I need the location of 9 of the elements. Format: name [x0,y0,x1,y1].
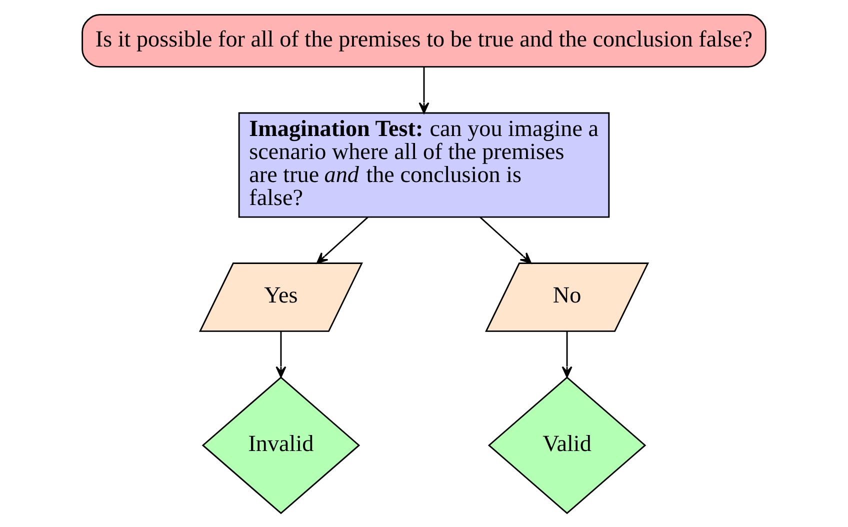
arrow [562,330,572,378]
node-box: Is it possible for all of the premises to be true and the conclusion false? [82,14,766,68]
arrow [276,330,286,378]
node-diamond: Invalid [202,376,360,514]
node-box: Imagination Test: can you imagine a scenario where all of the premises are true and the conclusion is false? [238,112,610,218]
arrow [480,216,532,264]
arrow [316,216,368,264]
arrow [418,66,430,114]
node-diamond: Valid [488,376,646,514]
